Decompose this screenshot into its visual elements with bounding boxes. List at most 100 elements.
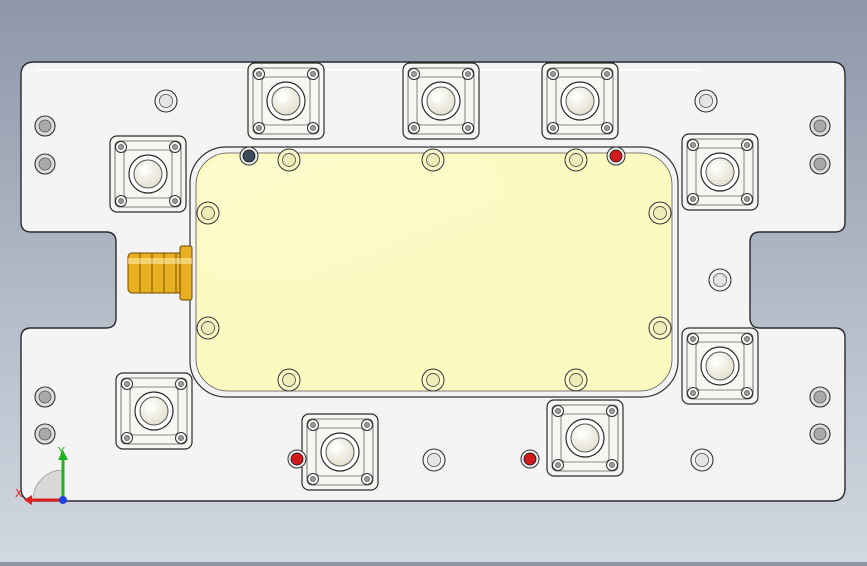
block-boss [123, 149, 173, 199]
hole-inner [813, 157, 827, 171]
block-inner-edge [407, 67, 475, 135]
location-pin [520, 449, 540, 469]
lid-screw [421, 368, 445, 392]
hole-inner [813, 390, 827, 404]
block-screw-core [178, 435, 184, 441]
mounting-hole[interactable] [154, 89, 178, 113]
block-screw-core [256, 71, 262, 77]
block-screw-core [744, 142, 750, 148]
mounting-hole[interactable] [422, 448, 446, 472]
feedthrough-block[interactable] [115, 372, 193, 450]
pin-cap-shine [145, 402, 155, 412]
mounting-hole[interactable] [34, 423, 56, 445]
block-screw-core [609, 462, 615, 468]
x-axis-arrowhead [24, 495, 32, 505]
block-screw-core [609, 408, 615, 414]
lid-cover[interactable] [189, 146, 679, 398]
block-boss [695, 341, 745, 391]
mounting-hole[interactable] [809, 386, 831, 408]
block-screw-core [172, 198, 178, 204]
pin-cap-shine [571, 92, 581, 102]
block-screw-core [310, 71, 316, 77]
mounting-hole[interactable] [34, 115, 56, 137]
feedthrough-block[interactable] [681, 327, 759, 405]
lid-screw [564, 368, 588, 392]
mounting-hole[interactable] [694, 89, 718, 113]
mounting-hole[interactable] [809, 115, 831, 137]
x-axis-label: X [15, 487, 23, 500]
hole-inner [38, 157, 52, 171]
sma-connector[interactable] [127, 245, 193, 301]
pin-cap [271, 86, 301, 116]
block-screw-core [690, 390, 696, 396]
hole-inner [426, 452, 441, 467]
hole-inner [695, 452, 710, 467]
block-boss [555, 76, 605, 126]
block-screw-core [310, 476, 316, 482]
mounting-hole[interactable] [809, 153, 831, 175]
mounting-hole[interactable] [34, 153, 56, 175]
block-screw-core [555, 462, 561, 468]
block-screw-core [411, 71, 417, 77]
block-screw-core [172, 144, 178, 150]
block-screw-core [118, 198, 124, 204]
lid-screw [277, 368, 301, 392]
feedthrough-block[interactable] [681, 133, 759, 211]
block-screw-core [411, 125, 417, 131]
block-screw-core [465, 71, 471, 77]
block-screw-core [178, 381, 184, 387]
screw-recess [426, 153, 440, 167]
pin-cap-shine [576, 429, 586, 439]
block-screw-core [124, 435, 130, 441]
hole-inner [38, 119, 52, 133]
screw-recess [282, 373, 296, 387]
block-boss [315, 427, 365, 477]
y-axis-arrowhead [58, 450, 68, 460]
mounting-hole[interactable] [34, 386, 56, 408]
mounting-hole[interactable] [708, 268, 732, 292]
block-screw-core [604, 71, 610, 77]
pin-cap [565, 86, 595, 116]
mounting-hole[interactable] [809, 423, 831, 445]
pin-cap-shine [432, 92, 442, 102]
pin-cap [325, 437, 355, 467]
pin-cap [139, 396, 169, 426]
z-axis-dot [59, 496, 67, 504]
hole-inner [813, 427, 827, 441]
block-inner-edge [546, 67, 614, 135]
mounting-hole[interactable] [690, 448, 714, 472]
feedthrough-block[interactable] [301, 413, 379, 491]
screw-recess [569, 373, 583, 387]
block-boss [129, 386, 179, 436]
feedthrough-block[interactable] [109, 135, 187, 213]
pin-head [242, 149, 256, 163]
block-screw-core [550, 71, 556, 77]
lid-screw [196, 201, 220, 225]
block-screw-core [118, 144, 124, 150]
feedthrough-block[interactable] [402, 62, 480, 140]
lid-screw [196, 316, 220, 340]
block-boss [560, 413, 610, 463]
orientation-triad[interactable]: Y X [15, 445, 68, 505]
pin-head [609, 149, 623, 163]
pin-cap-shine [331, 443, 341, 453]
feedthrough-block[interactable] [541, 62, 619, 140]
feedthrough-block[interactable] [546, 399, 624, 477]
screw-recess [426, 373, 440, 387]
pin-head [290, 452, 304, 466]
block-screw-core [690, 142, 696, 148]
lid-screw [277, 148, 301, 172]
block-screw-core [465, 125, 471, 131]
hole-inner [38, 390, 52, 404]
pin-cap-shine [711, 163, 721, 173]
block-inner-edge [551, 404, 619, 472]
pin-cap [570, 423, 600, 453]
block-screw-core [256, 125, 262, 131]
pin-cap-shine [139, 165, 149, 175]
block-screw-core [550, 125, 556, 131]
block-boss [695, 147, 745, 197]
feedthrough-block[interactable] [247, 62, 325, 140]
block-inner-edge [686, 332, 754, 400]
